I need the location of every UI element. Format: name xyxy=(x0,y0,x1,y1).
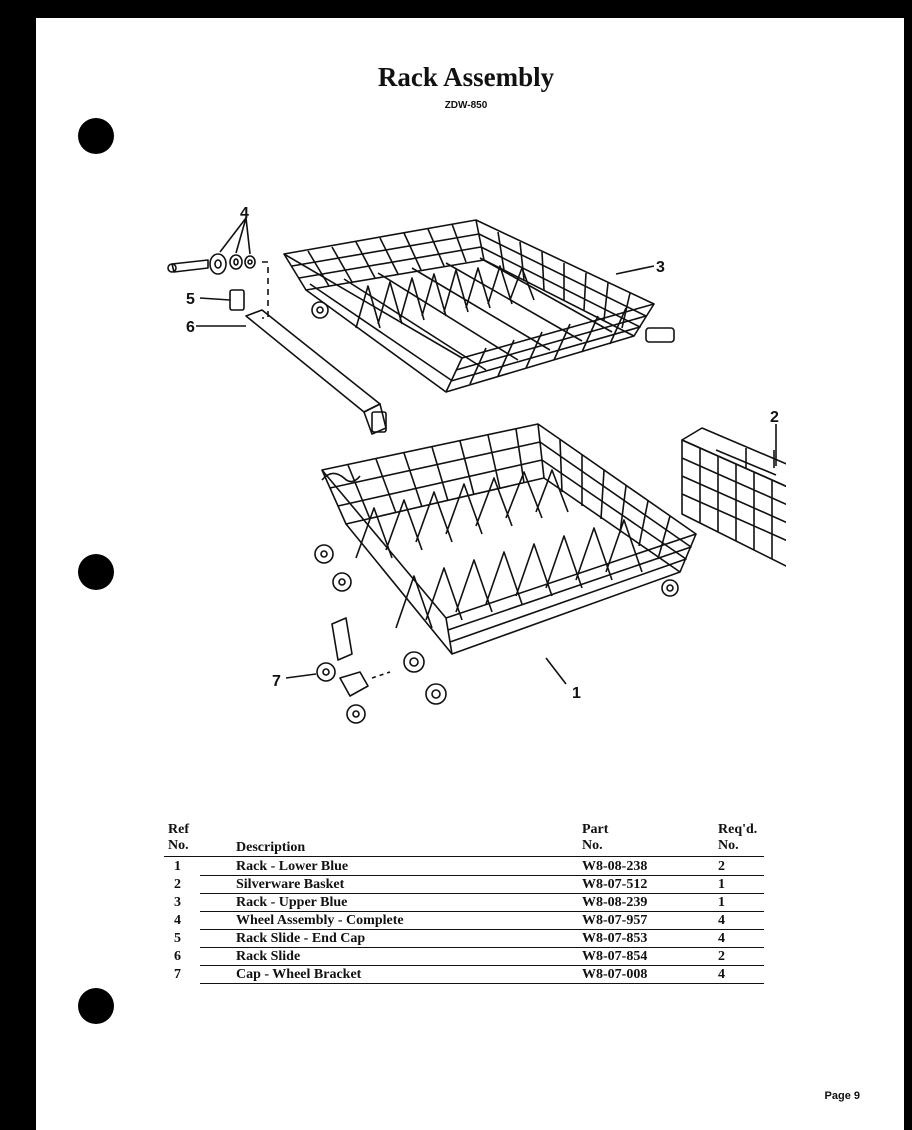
model-number: ZDW-850 xyxy=(444,100,488,111)
ref-cell: 1 xyxy=(174,859,181,874)
header-ref-line1: Ref xyxy=(168,822,189,837)
callout-4: 4 xyxy=(240,205,249,222)
quantity-cell: 4 xyxy=(718,967,725,982)
header-part-line1: Part xyxy=(582,822,609,837)
header-ref-line2: No. xyxy=(168,838,189,853)
part-number-cell: W8-07-008 xyxy=(582,967,648,982)
table-row: 3 Rack - Upper Blue W8-08-239 1 xyxy=(164,894,764,912)
header-description: Description xyxy=(236,840,306,855)
quantity-cell: 1 xyxy=(718,895,725,910)
quantity-cell: 4 xyxy=(718,931,725,946)
description-cell: Rack - Upper Blue xyxy=(236,895,348,910)
quantity-cell: 1 xyxy=(718,877,725,892)
ref-cell: 2 xyxy=(174,877,181,892)
callout-6: 6 xyxy=(186,319,195,336)
description-cell: Wheel Assembly - Complete xyxy=(236,913,404,928)
table-row: 6 Rack Slide W8-07-854 2 xyxy=(164,948,764,966)
callout-3: 3 xyxy=(656,259,665,276)
rack-slide-end-cap xyxy=(199,289,245,311)
description-cell: Rack Slide - End Cap xyxy=(236,931,366,946)
callout-2: 2 xyxy=(770,409,779,426)
ref-cell: 6 xyxy=(174,949,181,964)
ref-cell: 7 xyxy=(174,967,181,982)
ref-cell: 5 xyxy=(174,931,181,946)
lower-rack-drawing xyxy=(314,423,697,705)
page-title: Rack Assembly xyxy=(377,62,555,92)
table-row: 1 Rack - Lower Blue W8-08-238 2 xyxy=(164,858,764,876)
callout-5: 5 xyxy=(186,291,195,308)
part-number-cell: W8-07-957 xyxy=(582,913,648,928)
part-number-cell: W8-08-239 xyxy=(582,895,648,910)
header-part-line2: No. xyxy=(582,838,603,853)
wheel-assembly-parts xyxy=(167,217,269,319)
table-row: 5 Rack Slide - End Cap W8-07-853 4 xyxy=(164,930,764,948)
table-row: 2 Silverware Basket W8-07-512 1 xyxy=(164,876,764,894)
rack-assembly-diagram: 1 2 3 4 5 6 7 xyxy=(167,205,786,724)
document-page: Rack Assembly ZDW-850 xyxy=(36,18,904,1130)
binder-hole xyxy=(78,988,114,1024)
part-number-cell: W8-07-853 xyxy=(582,931,648,946)
quantity-cell: 2 xyxy=(718,859,725,874)
binder-hole xyxy=(78,554,114,590)
quantity-cell: 2 xyxy=(718,949,725,964)
ref-cell: 4 xyxy=(174,913,181,928)
ref-cell: 3 xyxy=(174,895,181,910)
description-cell: Silverware Basket xyxy=(236,877,345,892)
page-number: Page 9 xyxy=(824,1090,860,1102)
part-number-cell: W8-08-238 xyxy=(582,859,648,874)
wheel-bracket-cap xyxy=(285,617,391,724)
description-cell: Rack Slide xyxy=(236,949,301,964)
silverware-basket-drawing xyxy=(681,424,786,567)
rack-slide xyxy=(196,309,387,435)
description-cell: Rack - Lower Blue xyxy=(236,859,349,874)
table-row: 4 Wheel Assembly - Complete W8-07-957 4 xyxy=(164,912,764,930)
binder-hole xyxy=(78,118,114,154)
header-reqd-line1: Req'd. xyxy=(718,822,758,837)
upper-rack-drawing xyxy=(283,219,675,393)
part-number-cell: W8-07-512 xyxy=(582,877,648,892)
quantity-cell: 4 xyxy=(718,913,725,928)
callout-7: 7 xyxy=(272,673,281,690)
part-number-cell: W8-07-854 xyxy=(582,949,648,964)
table-row: 7 Cap - Wheel Bracket W8-07-008 4 xyxy=(164,966,764,984)
callout-1: 1 xyxy=(572,685,581,702)
header-reqd-line2: No. xyxy=(718,838,739,853)
description-cell: Cap - Wheel Bracket xyxy=(236,967,362,982)
